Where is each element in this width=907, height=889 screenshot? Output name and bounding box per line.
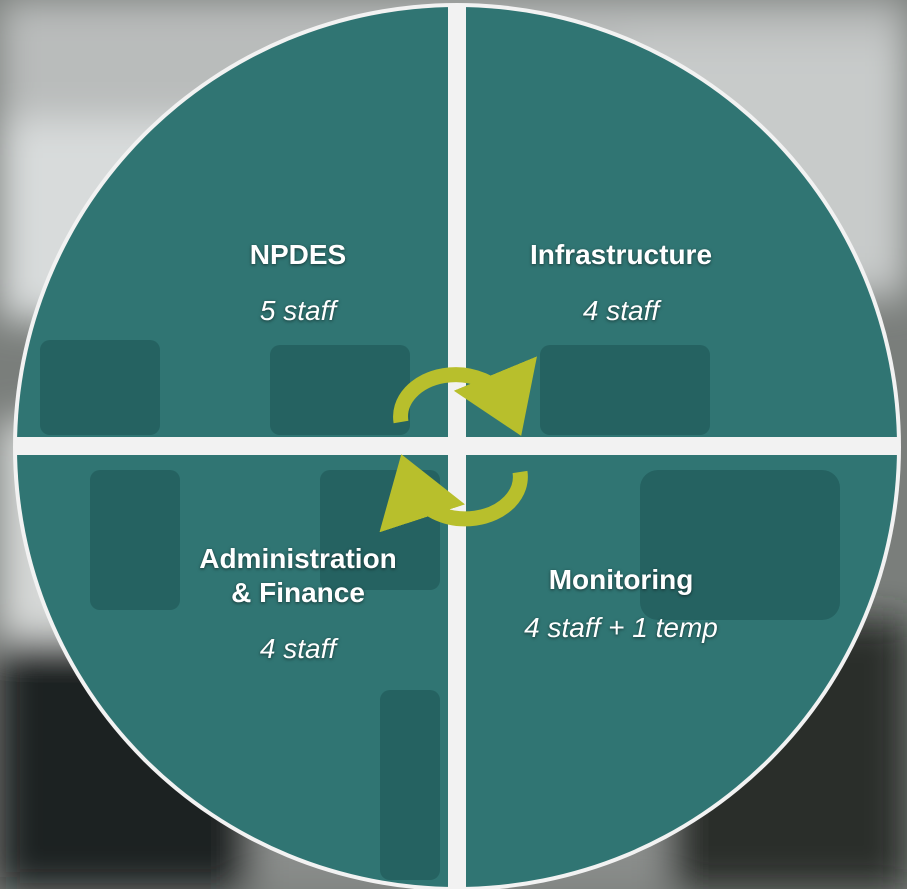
npdes-staff-count: 5 staff — [259, 295, 337, 326]
npdes-title: NPDES — [249, 239, 347, 270]
administration-title-line2: & Finance — [231, 577, 365, 608]
monitoring-title: Monitoring — [548, 564, 694, 595]
monitoring-staff-count: 4 staff + 1 temp — [524, 612, 718, 643]
administration-title-line1: Administration — [199, 543, 397, 574]
administration-staff-count: 4 staff — [259, 633, 337, 664]
npdes-label-group: NPDES 5 staff — [148, 238, 448, 328]
monitoring-label-group: Monitoring 4 staff + 1 temp — [471, 563, 771, 645]
infrastructure-label-group: Infrastructure 4 staff — [471, 238, 771, 328]
infrastructure-staff-count: 4 staff — [582, 295, 660, 326]
cycle-arrows-icon — [379, 356, 537, 533]
infrastructure-title: Infrastructure — [529, 239, 713, 270]
administration-finance-label-group: Administration & Finance 4 staff — [148, 542, 448, 666]
